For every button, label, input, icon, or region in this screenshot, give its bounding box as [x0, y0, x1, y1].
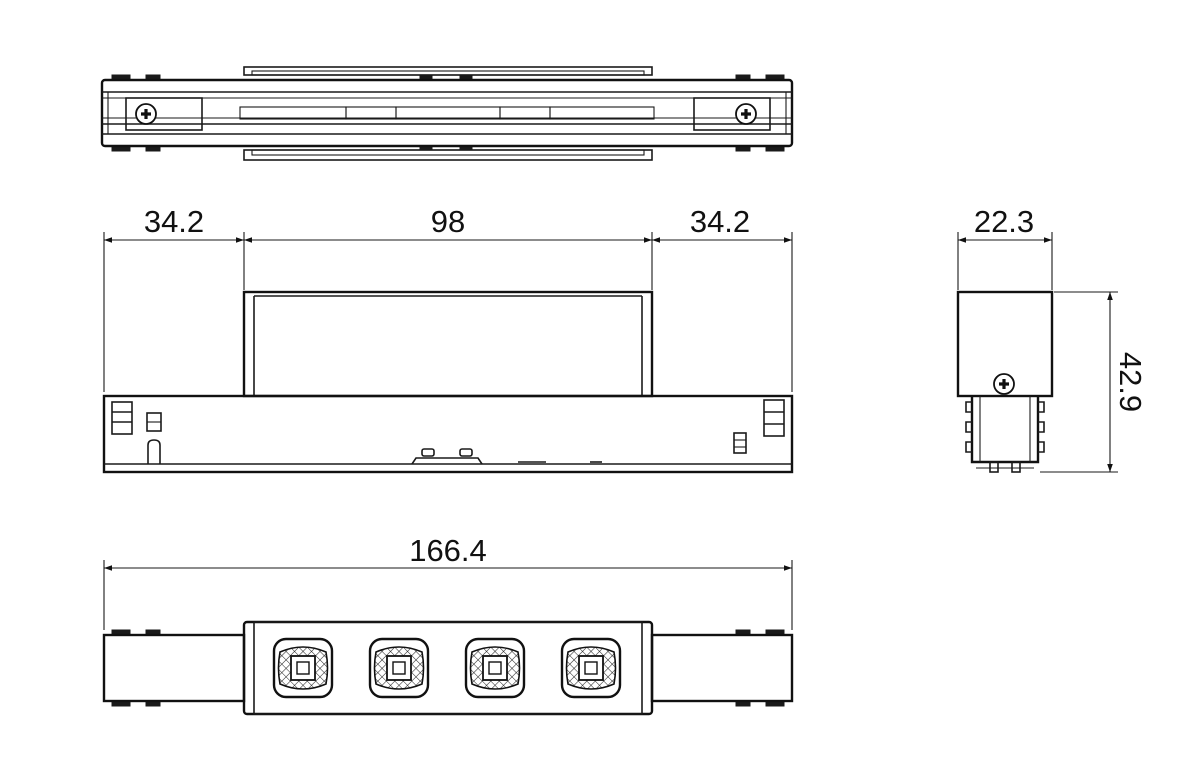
dim-right-end: 34.2 [690, 204, 750, 239]
led-lens-icon [368, 637, 430, 699]
side-view [956, 290, 1054, 473]
led-lens-icon [560, 637, 622, 699]
front-dimensions: 34.2 98 34.2 [103, 204, 793, 392]
side-dimensions: 22.3 42.9 [957, 204, 1148, 473]
dim-center: 98 [431, 204, 465, 239]
bottom-view [102, 620, 794, 716]
dim-depth: 22.3 [974, 204, 1034, 239]
bottom-dimensions: 166.4 [103, 533, 793, 630]
dim-height: 42.9 [1113, 352, 1148, 412]
dim-left-end: 34.2 [144, 204, 204, 239]
led-lens-icon [464, 637, 526, 699]
screw-icon [993, 373, 1015, 395]
front-view [102, 290, 794, 474]
top-view [100, 66, 794, 161]
dim-overall-length: 166.4 [409, 533, 487, 568]
led-lens-icon [272, 637, 334, 699]
screw-icon [135, 103, 157, 125]
screw-icon [735, 103, 757, 125]
